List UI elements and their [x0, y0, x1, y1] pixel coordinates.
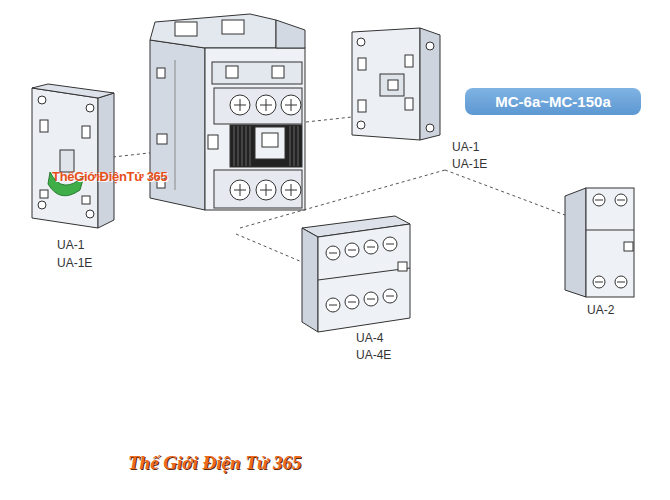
contactor-part [234, 126, 298, 166]
contactor-part [150, 14, 276, 48]
side-aux-block-right-part [405, 55, 413, 67]
contactor-part [272, 66, 284, 78]
front-aux-block-2-part [595, 282, 625, 283]
front-aux-block-4-part [398, 262, 407, 271]
side-aux-block-right-part [358, 58, 366, 70]
front-aux-block-4-part [302, 228, 318, 332]
contactor [150, 14, 305, 210]
front-aux-block-4-part [329, 296, 394, 305]
contactor-part [234, 184, 297, 196]
front-aux-block-2 [565, 188, 634, 297]
side-aux-block-left-part [82, 126, 90, 138]
contactor-part [212, 62, 302, 84]
contactor-part [262, 133, 278, 147]
side-aux-block-right-part [388, 80, 398, 90]
contactor-part [157, 68, 165, 78]
front-aux-block-2-part [565, 188, 586, 297]
side-aux-block-left-part [86, 210, 94, 218]
contactor-part [276, 20, 305, 48]
front-aux-block-2-part [586, 230, 634, 231]
part-label: UA-1 [57, 238, 84, 252]
front-aux-block-4-part [318, 268, 410, 280]
contactor-part [205, 48, 305, 210]
side-aux-block-left-part [98, 93, 114, 228]
side-aux-block-right-part [357, 38, 365, 46]
side-aux-block-left-part [40, 190, 48, 198]
front-aux-block-2-part [586, 188, 634, 297]
series-name: MC-6a~MC-150a [495, 93, 610, 110]
side-aux-block-right-part [358, 100, 366, 112]
watermark: Thế Giới Điện Tử 365 [128, 452, 302, 474]
leader-lines-part [306, 117, 352, 122]
contactor-part [214, 170, 302, 208]
part-label: UA-4E [356, 348, 391, 362]
series-badge: MC-6a~MC-150a [465, 88, 641, 115]
side-aux-block-left-part [38, 201, 46, 209]
contactor-part [230, 125, 302, 167]
side-aux-block-right-part [380, 74, 404, 96]
contactor-part [157, 134, 167, 144]
side-aux-block-right-part [405, 98, 413, 110]
contactor-part [208, 135, 218, 149]
front-aux-block-4-part [329, 244, 394, 253]
watermark: ThếGiớiĐiệnTử 365 [52, 170, 167, 184]
front-aux-block-2-part [595, 200, 625, 201]
side-aux-block-left-part [38, 96, 46, 104]
side-aux-block-left [32, 84, 114, 228]
contactor-part [226, 66, 238, 78]
part-label: UA-1 [452, 140, 479, 154]
side-aux-block-right-part [420, 28, 440, 140]
side-aux-block-left-part [32, 88, 98, 228]
contactor-part [175, 60, 176, 190]
contactor-part [255, 127, 285, 159]
leader-lines-part [445, 170, 565, 215]
leader-lines-part [236, 234, 302, 262]
contactor-part [222, 20, 244, 34]
side-aux-block-left-part [60, 150, 74, 172]
part-label: UA-1E [57, 256, 92, 270]
contactor-part [214, 88, 302, 124]
front-aux-block-4 [302, 216, 410, 332]
side-aux-block-right-part [352, 28, 420, 140]
side-aux-block-left-part [40, 120, 48, 132]
side-aux-block-right-part [357, 121, 365, 129]
part-label: UA-1E [452, 157, 487, 171]
side-aux-block-right-part [426, 42, 434, 50]
side-aux-block-left-part [86, 104, 94, 112]
front-aux-block-2-part [624, 242, 633, 251]
contactor-part [150, 40, 205, 210]
side-aux-block-left-part [32, 84, 114, 98]
side-aux-block-left-part [82, 196, 90, 204]
contactor-part [175, 22, 197, 36]
contactor-part [234, 99, 297, 111]
side-aux-block-right-part [426, 124, 434, 132]
side-aux-block-right [352, 28, 440, 140]
part-label: UA-4 [356, 331, 383, 345]
front-aux-block-4-part [318, 224, 410, 332]
part-label: UA-2 [587, 303, 614, 317]
